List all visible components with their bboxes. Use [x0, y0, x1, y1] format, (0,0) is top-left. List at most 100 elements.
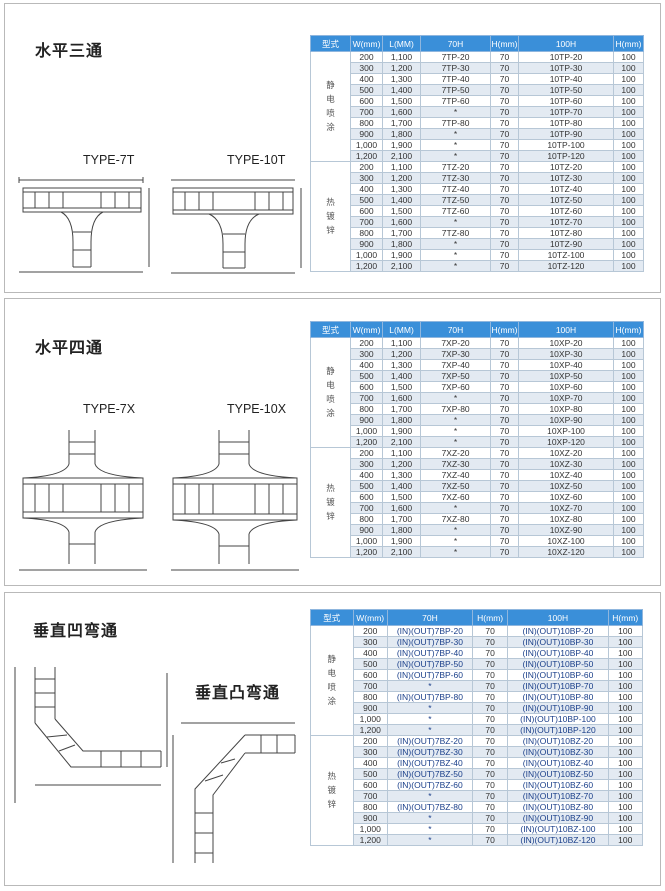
- table-cell: 7XP-20: [420, 337, 491, 349]
- table-cell: 100: [613, 95, 644, 107]
- table-cell: *: [386, 790, 473, 802]
- table-cell: *: [420, 524, 491, 536]
- table-cell: 70: [490, 62, 519, 74]
- table-cell: *: [420, 249, 491, 261]
- table-cell: 2,100: [382, 546, 421, 558]
- col-header: 70H: [420, 35, 491, 52]
- table-cell: 7TP-80: [420, 117, 491, 129]
- table-cell: 700: [352, 790, 388, 802]
- table-cell: 70: [490, 84, 519, 96]
- table-cell: 100: [607, 768, 644, 780]
- bend-drawing-outside: [172, 722, 296, 863]
- table-cell: 7XP-30: [420, 348, 491, 360]
- table-cell: 7TP-50: [420, 84, 491, 96]
- table-cell: 70: [471, 724, 509, 736]
- table-cell: 100: [613, 238, 644, 250]
- table-cell: 600: [350, 95, 383, 107]
- table-cell: 10TZ-120: [518, 260, 614, 272]
- type-label-b: TYPE-10X: [227, 402, 287, 416]
- table-cell: 1,000: [350, 249, 383, 261]
- table-cell: 100: [613, 348, 644, 360]
- table-cell: (IN)(OUT)10BZ-100: [507, 823, 609, 835]
- table-cell: 70: [490, 205, 519, 217]
- table-cell: 10TP-120: [518, 150, 614, 162]
- table-cell: 10TP-80: [518, 117, 614, 129]
- table-cell: 900: [350, 414, 383, 426]
- table-cell: *: [386, 680, 473, 692]
- table-cell: *: [420, 535, 491, 547]
- table-cell: 70: [471, 680, 509, 692]
- table-cell: 10TZ-100: [518, 249, 614, 261]
- table-cell: 1,800: [382, 414, 421, 426]
- table-cell: (IN)(OUT)10BP-20: [507, 625, 609, 637]
- table-cell: 100: [607, 636, 644, 648]
- table-cell: 70: [490, 348, 519, 360]
- table-cell: *: [420, 260, 491, 272]
- table-cell: 1,700: [382, 403, 421, 415]
- table-cell: 1,000: [350, 535, 383, 547]
- table-cell: 1,200: [382, 62, 421, 74]
- col-header: H(mm): [490, 321, 519, 338]
- section-tee: 水平三通 TYPE-7T TYPE-10T 型式 W(mm) L(MM): [4, 3, 661, 293]
- table-cell: *: [420, 238, 491, 250]
- table-cell: 10XZ-60: [518, 491, 614, 503]
- col-header: 100H: [518, 35, 614, 52]
- table-cell: (IN)(OUT)10BP-60: [507, 669, 609, 681]
- table-cell: 70: [490, 370, 519, 382]
- table-cell: 70: [490, 227, 519, 239]
- table-cell: 100: [613, 106, 644, 118]
- bend-drawing-inside: [14, 667, 168, 803]
- table-cell: 1,000: [350, 425, 383, 437]
- table-cell: 100: [613, 128, 644, 140]
- table-cell: 1,200: [382, 348, 421, 360]
- table-cell: 10XZ-50: [518, 480, 614, 492]
- finish-cell: 热 镀 锌: [310, 735, 354, 846]
- table-cell: 100: [613, 381, 644, 393]
- col-header: H(mm): [613, 321, 644, 338]
- table-cell: 10TZ-50: [518, 194, 614, 206]
- table-cell: 70: [490, 128, 519, 140]
- section-cross: 水平四通 TYPE-7X TYPE-10X 型式 W(mm): [4, 298, 661, 586]
- table-cell: *: [420, 150, 491, 162]
- table-cell: 70: [471, 812, 509, 824]
- table-cell: 2,100: [382, 260, 421, 272]
- table-cell: 1,200: [352, 724, 388, 736]
- spec-table-cross: 型式 W(mm) L(MM) 70H H(mm) 100H H(mm) 静 电 …: [310, 321, 644, 558]
- table-cell: *: [386, 724, 473, 736]
- table-cell: (IN)(OUT)10BP-50: [507, 658, 609, 670]
- table-cell: 70: [490, 95, 519, 107]
- table-cell: 10TP-20: [518, 51, 614, 63]
- table-cell: (IN)(OUT)10BZ-50: [507, 768, 609, 780]
- table-cell: 70: [490, 161, 519, 173]
- table-cell: 10XZ-80: [518, 513, 614, 525]
- table-cell: 1,700: [382, 513, 421, 525]
- table-cell: 10TZ-70: [518, 216, 614, 228]
- table-cell: 100: [613, 337, 644, 349]
- table-cell: 10XP-50: [518, 370, 614, 382]
- table-cell: 2,100: [382, 150, 421, 162]
- table-cell: 100: [613, 546, 644, 558]
- table-cell: 1,300: [382, 183, 421, 195]
- section-title: 垂直凹弯通: [33, 621, 119, 640]
- table-cell: 70: [490, 381, 519, 393]
- table-cell: 70: [471, 746, 509, 758]
- table-cell: 800: [352, 801, 388, 813]
- table-cell: *: [420, 436, 491, 448]
- section-title-b: 垂直凸弯通: [195, 683, 281, 702]
- table-cell: 100: [613, 150, 644, 162]
- table-cell: 70: [471, 625, 509, 637]
- table-cell: 10TZ-60: [518, 205, 614, 217]
